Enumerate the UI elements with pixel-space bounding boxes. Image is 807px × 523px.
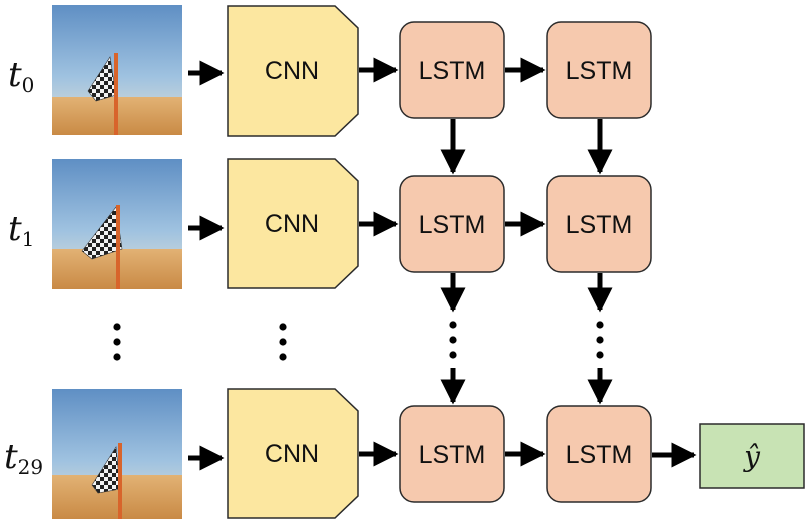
- lstm2-block-t29: [546, 405, 652, 503]
- ellipsis-dot: [449, 336, 457, 344]
- lstm1-label-t0: LSTM: [419, 57, 486, 85]
- ellipsis-lstm1: [449, 321, 457, 359]
- cnn-label-t29: CNN: [265, 440, 319, 468]
- ellipsis-dot: [596, 351, 604, 359]
- output-label: ŷ: [742, 440, 761, 473]
- flag-pole: [114, 53, 118, 135]
- lstm1-block-t0: [399, 21, 505, 119]
- lstm2-label-t0: LSTM: [566, 57, 633, 85]
- ellipsis-dot: [596, 321, 604, 329]
- ellipsis-dot: [279, 353, 287, 361]
- cnn-label-t0: CNN: [265, 57, 319, 85]
- row-t1: t1 CNN LSTM LSTM: [8, 158, 652, 289]
- ellipsis-dot: [113, 353, 121, 361]
- ellipsis-dot: [279, 323, 287, 331]
- cnn-label-t1: CNN: [265, 210, 319, 238]
- time-label-t29: t29: [4, 437, 43, 479]
- lstm1-block-t29: [399, 405, 505, 503]
- flag-pole: [116, 205, 120, 289]
- lstm2-block-t0: [546, 21, 652, 119]
- lstm2-block-t1: [546, 175, 652, 273]
- ellipsis-dot: [113, 323, 121, 331]
- ellipsis-lstm2: [596, 321, 604, 359]
- lstm2-label-t1: LSTM: [566, 211, 633, 239]
- lstm2-label-t29: LSTM: [566, 441, 633, 469]
- ellipsis-frames: [113, 323, 121, 361]
- cnn-block-t0: [227, 5, 359, 137]
- frame-image-t29: [52, 389, 182, 519]
- row-t0: t0 CNN LSTM LSTM: [8, 5, 652, 137]
- flag-pole: [118, 443, 122, 519]
- output-block: [699, 423, 805, 489]
- time-label-t0: t0: [8, 55, 34, 97]
- lstm1-label-t1: LSTM: [419, 211, 486, 239]
- lstm1-block-t1: [399, 175, 505, 273]
- cnn-block-t29: [227, 388, 359, 519]
- checkered-flag-icon: [81, 206, 123, 260]
- ellipsis-row: [113, 321, 604, 361]
- row-t29: t29 CNN LSTM LSTM ŷ: [4, 388, 805, 519]
- ellipsis-dot: [596, 336, 604, 344]
- lstm1-label-t29: LSTM: [419, 441, 486, 469]
- ellipsis-cnn: [279, 323, 287, 361]
- ellipsis-dot: [113, 338, 121, 346]
- time-label-t1: t1: [8, 209, 34, 251]
- frame-image-t1: [52, 159, 182, 289]
- cnn-block-t1: [227, 158, 359, 289]
- frame-image-t0: [52, 5, 182, 135]
- ellipsis-dot: [449, 321, 457, 329]
- ellipsis-dot: [449, 351, 457, 359]
- ellipsis-dot: [279, 338, 287, 346]
